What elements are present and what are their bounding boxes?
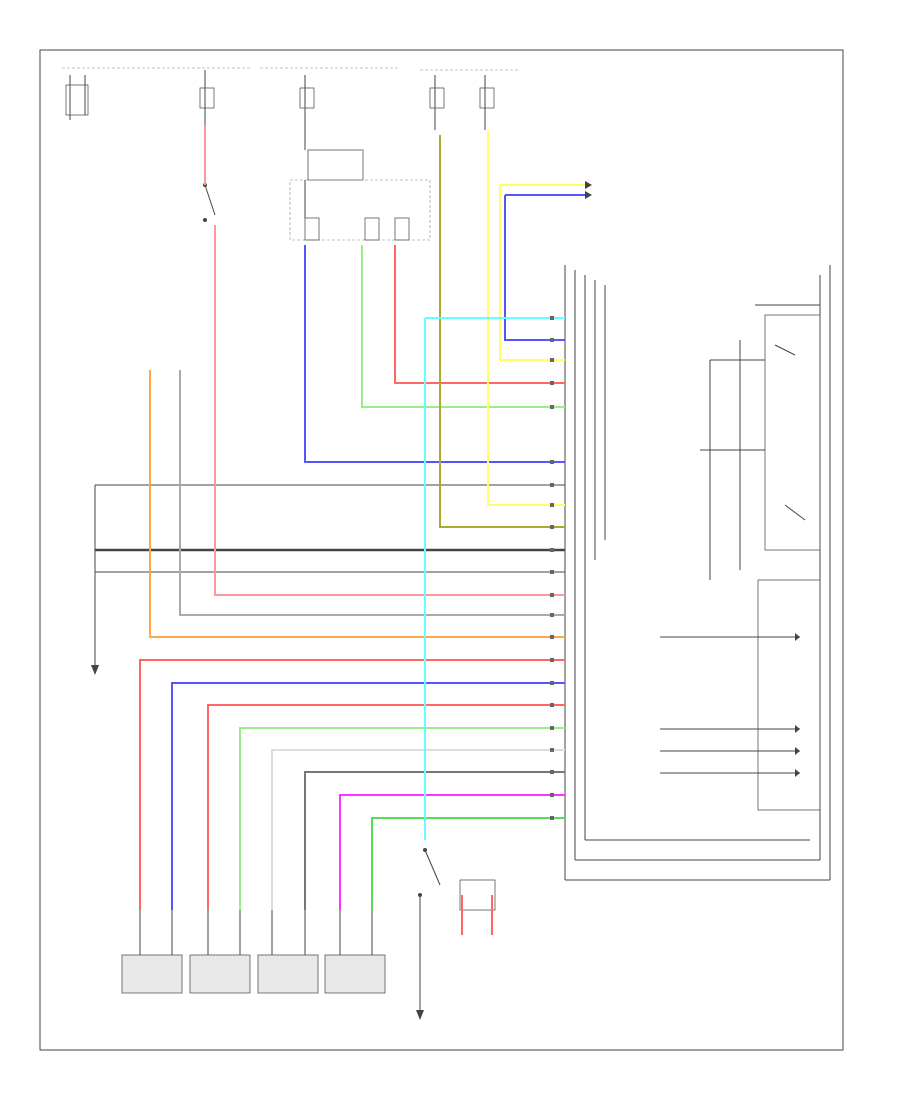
motor-relay-box xyxy=(764,314,821,551)
left-rear-wheel-sensor xyxy=(189,954,251,994)
brake-light-switch xyxy=(416,848,441,1020)
fuse-small-3 xyxy=(394,217,410,241)
right-module-frame xyxy=(565,265,831,881)
control-unit-bus xyxy=(564,265,606,880)
fuse-small-1 xyxy=(304,217,320,241)
power-source-group-3 xyxy=(260,67,400,130)
ground-arrow-left xyxy=(91,665,99,675)
sensor-leads xyxy=(139,910,373,955)
connector-arrow-top xyxy=(500,181,592,199)
fuse-small-2 xyxy=(364,217,380,241)
stop-lamp xyxy=(459,879,496,935)
diagram-frame xyxy=(39,49,844,1051)
power-source-group-2 xyxy=(199,70,215,125)
right-front-wheel-sensor xyxy=(257,954,319,994)
power-source-group-4 xyxy=(420,69,520,130)
relay-unit-box xyxy=(757,579,821,811)
brake-switch xyxy=(203,183,216,222)
right-rear-wheel-sensor xyxy=(324,954,386,994)
wire-harness xyxy=(139,125,565,910)
connector-pins xyxy=(550,316,554,820)
relay-dashed-area xyxy=(289,179,431,241)
relay-unit-pins xyxy=(660,633,800,777)
motor-relay-switches xyxy=(774,344,806,521)
relay-box xyxy=(307,149,364,181)
left-front-wheel-sensor xyxy=(121,954,183,994)
power-source-group-1 xyxy=(62,67,250,120)
